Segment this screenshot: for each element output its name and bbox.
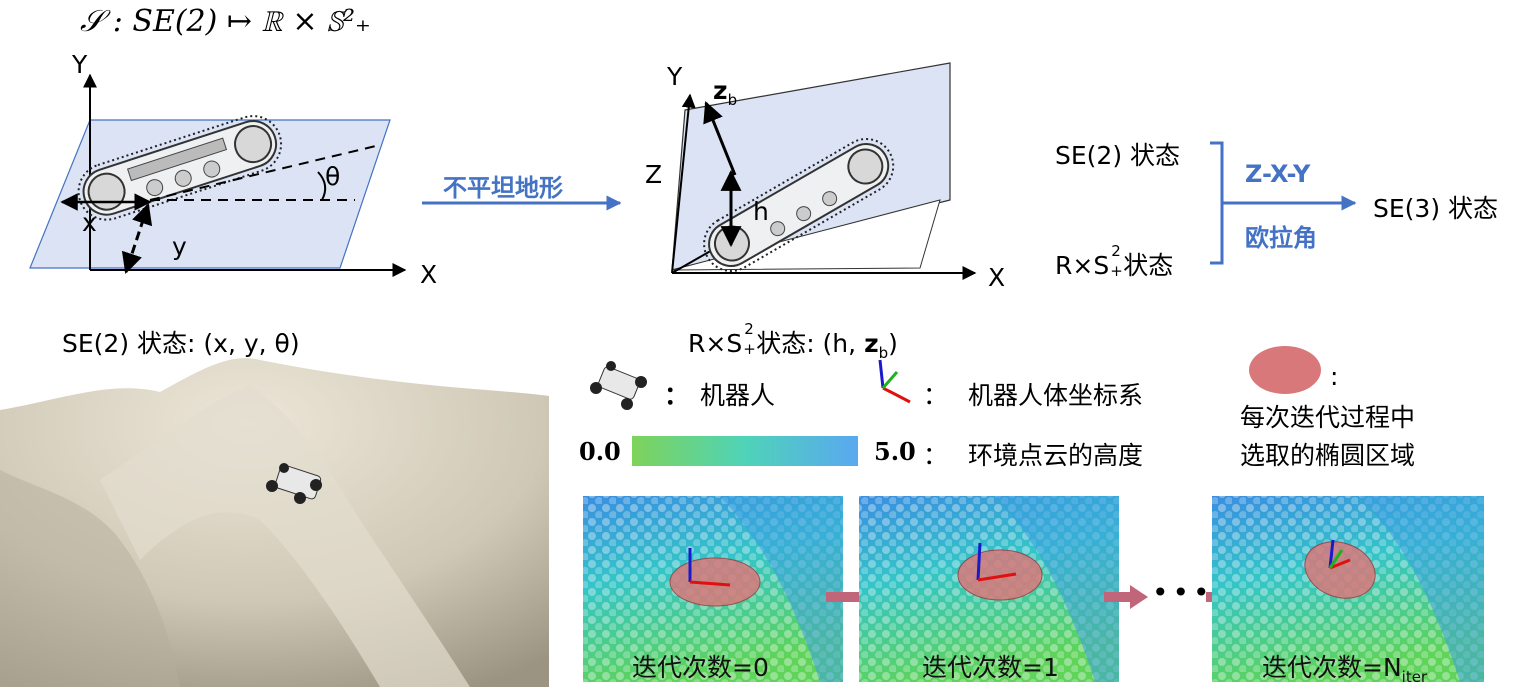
y-axis-line-3d [671, 93, 696, 274]
zb-label: zb [713, 76, 738, 109]
iteration-ellipsis: ••• [1152, 576, 1214, 609]
se2-caption: SE(2) 状态: (x, y, θ) [62, 329, 300, 358]
iteration-label-n: 迭代次数=Niter [1262, 653, 1428, 686]
euler-angle-label: 欧拉角 [1245, 224, 1317, 252]
ellipse-legend-colon: : [1330, 362, 1339, 391]
tracked-robot-icon [77, 115, 283, 221]
theta-label: θ [325, 162, 341, 191]
colorbar-min: 0.0 [579, 437, 621, 466]
x-axis-label: X [420, 260, 438, 289]
h-label: h [753, 197, 769, 226]
legend-frame-icon [878, 359, 911, 404]
y-offset-label: y [172, 232, 187, 261]
left-diagram [29, 73, 407, 277]
iteration-label-1: 迭代次数=1 [922, 653, 1059, 682]
colorbar-max: 5.0 [874, 437, 916, 466]
ground-plane [29, 119, 391, 269]
ellipse-legend-line1: 每次迭代过程中 [1240, 403, 1416, 432]
formula: 𝒮 : SE(2) ↦ ℝ × 𝕊²₊ [80, 4, 371, 39]
iteration-panel-1 [859, 496, 1119, 682]
iteration-label-0: 迭代次数=0 [632, 653, 769, 682]
right-diagram [671, 62, 977, 280]
zb-arrow [703, 101, 737, 176]
terrain-mesh [0, 358, 549, 687]
robot-legend-label: 机器人 [700, 381, 776, 410]
y-axis-label: Y [72, 50, 88, 79]
heading-line [149, 144, 381, 201]
euler-order-label: Z-X-Y [1245, 160, 1311, 188]
y-axis-label-3d: Y [667, 62, 683, 91]
z-axis-label-3d: Z [645, 160, 663, 189]
euler-bracket [1210, 141, 1357, 265]
colorbar [632, 436, 858, 466]
theta-arc [317, 171, 327, 201]
legend-ellipse-icon [1249, 346, 1321, 394]
x-axis-label-3d: X [988, 263, 1006, 292]
iteration-panel-0 [583, 496, 843, 682]
se3-state-label: SE(3) 状态 [1373, 194, 1499, 223]
frame-legend-colon: ： [923, 381, 949, 410]
y-offset-arrow [121, 203, 153, 274]
se2-state-label: SE(2) 状态 [1055, 141, 1181, 170]
colorbar-colon: ： [923, 441, 949, 470]
robot-on-terrain-icon [266, 463, 322, 504]
colorbar-label: 环境点云的高度 [968, 441, 1144, 470]
transition-label: 不平坦地形 [443, 174, 563, 202]
iteration-panel-n [1212, 496, 1484, 682]
frame-legend-label: 机器人体坐标系 [968, 381, 1144, 410]
legend-robot-icon [590, 361, 647, 410]
x-offset-label: x [82, 208, 97, 237]
robot-legend-colon: ： [664, 381, 690, 410]
ellipse-legend-line2: 选取的椭圆区域 [1240, 441, 1416, 470]
